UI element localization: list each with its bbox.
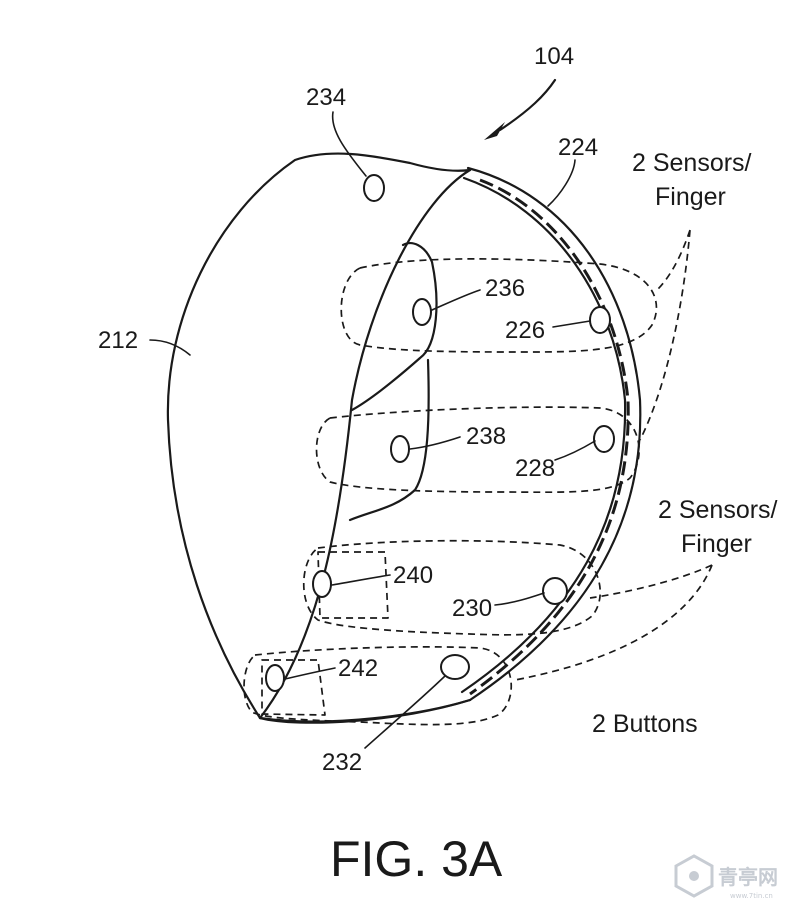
sensor-242	[265, 664, 285, 692]
leader-212	[149, 339, 191, 356]
label-232: 232	[322, 749, 362, 776]
figure-caption: FIG. 3A	[330, 831, 503, 887]
button-232	[440, 654, 470, 680]
finger-region-3	[302, 539, 601, 636]
leader-236	[431, 289, 481, 311]
label-236: 236	[485, 275, 525, 302]
note-leader-upper	[639, 229, 691, 441]
sensor-240	[312, 570, 332, 598]
watermark-url: www.7tin.cn	[730, 892, 773, 900]
label-226: 226	[505, 317, 545, 344]
leader-234	[331, 111, 367, 177]
controller-shell-outline	[166, 152, 472, 724]
leader-240	[331, 574, 391, 586]
note-leader-lower	[514, 564, 713, 681]
sensor-238	[390, 435, 410, 463]
note-lower-line2: Finger	[681, 530, 752, 558]
sensor-236	[412, 298, 432, 326]
leader-224	[547, 159, 576, 207]
watermark: 青亭网 www.7tin.cn	[674, 854, 778, 900]
note-upper-line2: Finger	[655, 183, 726, 211]
label-228: 228	[515, 455, 555, 482]
strap-inner-edge	[460, 176, 627, 694]
pad-240	[317, 551, 389, 619]
sensor-226	[589, 306, 611, 334]
label-240: 240	[393, 562, 433, 589]
leader-242	[284, 667, 336, 680]
watermark-text: 青亭网	[718, 865, 778, 889]
sensor-230	[542, 577, 568, 605]
label-224: 224	[558, 134, 598, 161]
label-242: 242	[338, 655, 378, 682]
label-238: 238	[466, 423, 506, 450]
leader-104	[498, 78, 557, 132]
watermark-logo-dot	[689, 871, 699, 881]
strap-segments	[469, 178, 630, 696]
watermark-logo-icon	[674, 854, 714, 898]
leader-226	[552, 320, 591, 328]
inner-rim	[258, 168, 472, 720]
label-234: 234	[306, 84, 346, 111]
arrowhead-104	[484, 122, 505, 140]
leader-228	[554, 440, 596, 461]
note-buttons: 2 Buttons	[592, 710, 698, 738]
sensor-234	[363, 174, 385, 202]
finger-region-1	[340, 258, 658, 353]
pad-242	[261, 659, 326, 716]
label-104: 104	[534, 43, 574, 70]
leader-230	[494, 592, 545, 606]
leader-232	[364, 675, 446, 749]
finger-region-2	[315, 406, 640, 494]
label-230: 230	[452, 595, 492, 622]
sensor-228	[593, 425, 615, 453]
leader-238	[409, 436, 461, 450]
label-212: 212	[98, 327, 138, 354]
strap-bottom-lip	[258, 698, 472, 723]
finger-contour	[348, 242, 438, 522]
note-lower-line1: 2 Sensors/	[658, 496, 778, 524]
note-upper-line1: 2 Sensors/	[632, 149, 752, 177]
strap-outer-edge	[466, 166, 642, 702]
